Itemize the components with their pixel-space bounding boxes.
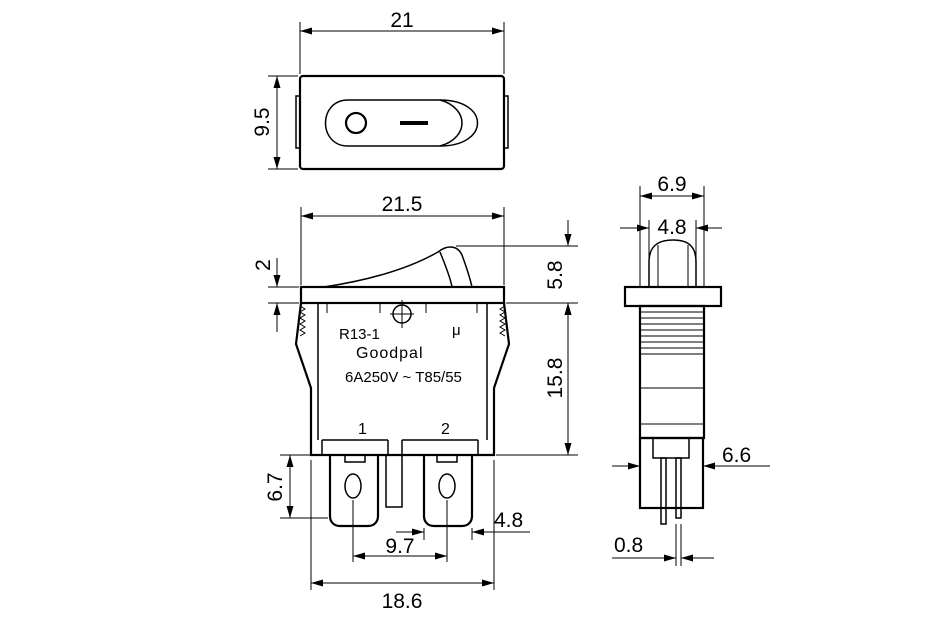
dimension-overall-width: 18.6 xyxy=(310,460,495,613)
dimension-rocker-height: 5.8 xyxy=(456,220,578,330)
dimension-terminal-height: 6.7 xyxy=(264,454,328,519)
model-label: R13-1 xyxy=(339,326,380,343)
dimension-label: 6.7 xyxy=(264,472,287,501)
dimension-terminal-spacing: 9.7 xyxy=(352,500,448,562)
dimension-top-width: 21 xyxy=(299,9,505,74)
dimension-body-height: 15.8 xyxy=(496,303,578,456)
dimension-label: 0.8 xyxy=(614,534,643,557)
dimension-front-width: 21.5 xyxy=(300,193,505,285)
rating-label: 6A250V ~ T85/55 xyxy=(345,369,462,386)
dimension-label: 6.6 xyxy=(722,444,751,467)
brand-label: Goodpal xyxy=(356,345,424,362)
dimension-label: 18.6 xyxy=(382,590,423,613)
dimension-pin-thickness: 0.8 xyxy=(612,524,714,566)
front-view xyxy=(294,246,511,528)
terminal-1-label: 1 xyxy=(358,421,367,438)
dimension-label: 4.8 xyxy=(657,216,686,239)
dimension-label: 4.8 xyxy=(494,509,523,532)
top-view xyxy=(295,74,509,171)
dimension-label: 6.9 xyxy=(657,173,686,196)
dimension-side-width: 6.9 xyxy=(639,173,705,286)
side-view xyxy=(623,239,723,525)
dimension-side-inner-width: 4.8 xyxy=(620,216,722,258)
dimension-label: 5.8 xyxy=(544,260,567,289)
dimension-label: 9.7 xyxy=(385,535,414,558)
dimension-label: 2 xyxy=(252,259,275,271)
dimension-label: 21 xyxy=(390,9,413,32)
terminal-2-label: 2 xyxy=(441,421,450,438)
dimension-terminal-width: 4.8 xyxy=(396,509,530,540)
dimension-label: 9.5 xyxy=(251,107,274,136)
dimension-top-height: 9.5 xyxy=(251,75,298,170)
off-symbol-icon xyxy=(344,111,368,135)
dimension-label: 21.5 xyxy=(382,193,423,216)
dimension-label: 15.8 xyxy=(544,358,567,399)
mark-symbol: μ xyxy=(452,322,461,339)
dimension-rocker-thickness: 2 xyxy=(252,258,299,332)
dimension-side-depth: 6.6 xyxy=(612,444,770,470)
